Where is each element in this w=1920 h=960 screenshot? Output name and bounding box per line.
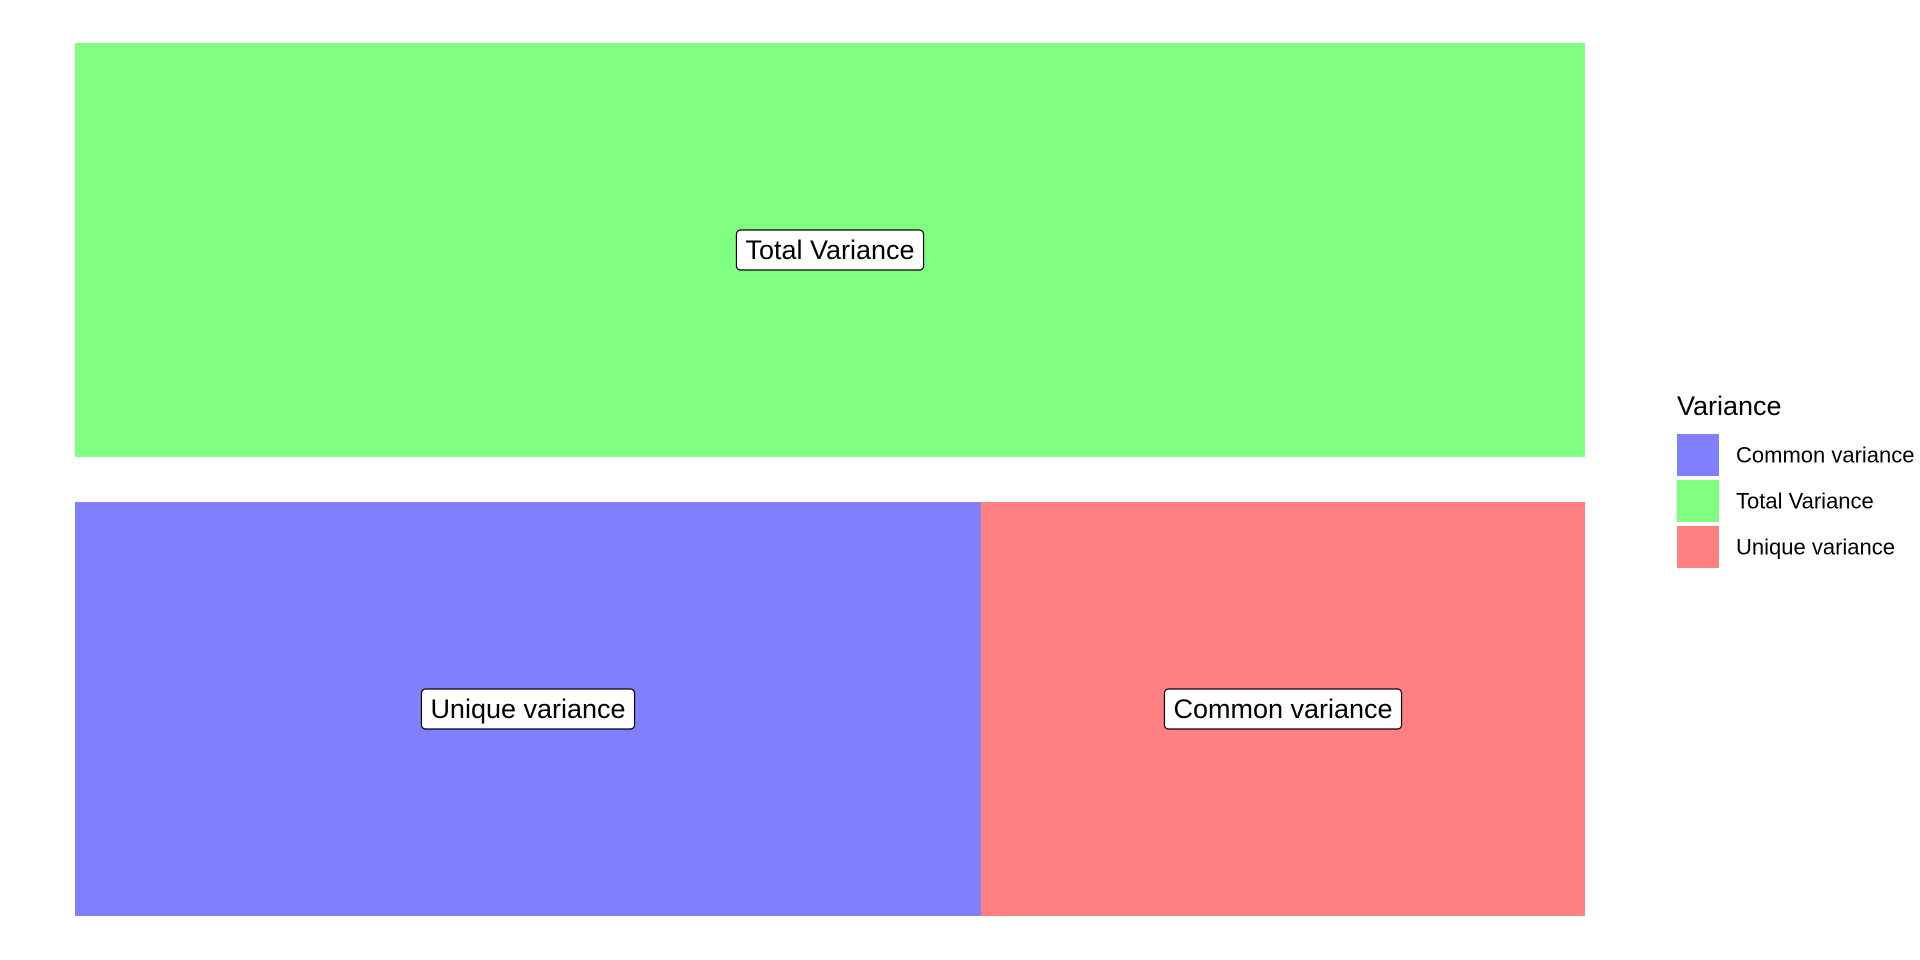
legend-title: Variance [1677,391,1782,421]
segment-label-box [1163,688,1403,730]
legend-swatch [1677,480,1719,522]
segment-label-box [420,688,636,730]
legend-entry-label: Common variance [1736,443,1915,468]
segment-label-text: Unique variance [430,694,625,724]
legend-entry-label: Unique variance [1736,535,1895,560]
segment-label: Total Variance [735,229,925,271]
segment-label-text: Common variance [1173,694,1392,724]
segment-label: Unique variance [420,688,636,730]
legend-swatch [1677,526,1719,568]
legend-entry-label: Total Variance [1736,489,1874,514]
segment-label-text: Total Variance [745,235,914,265]
legend-swatch [1677,434,1719,476]
segment-label: Common variance [1163,688,1403,730]
segment-label-box [735,229,925,271]
